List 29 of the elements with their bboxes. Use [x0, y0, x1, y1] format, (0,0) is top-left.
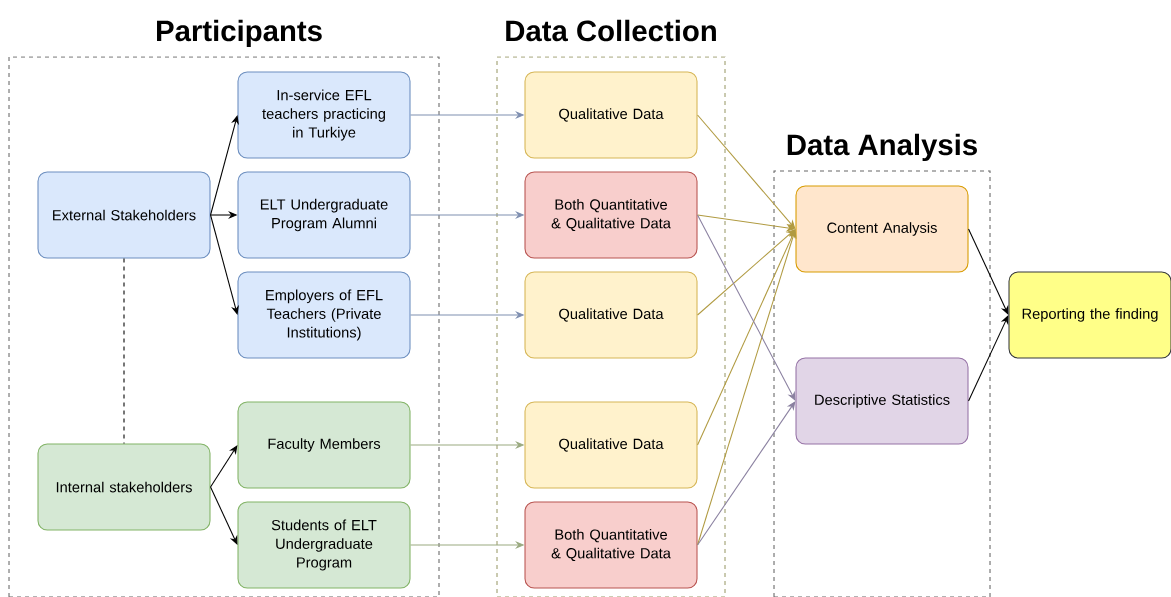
- arrow: [210, 214, 239, 315]
- arrow: [210, 486, 238, 545]
- process-box: External Stakeholders: [37, 171, 211, 259]
- process-box: Reporting the finding: [1008, 271, 1171, 359]
- arrow: [697, 114, 796, 229]
- process-box: Qualitative Data: [524, 401, 698, 489]
- arrow: [968, 228, 1009, 315]
- process-box: Both Quantitative & Qualitative Data: [524, 501, 698, 589]
- process-box: Students of ELT Undergraduate Program: [237, 501, 411, 589]
- arrow: [697, 229, 796, 446]
- process-box: ELT Undergraduate Program Alumni: [237, 171, 411, 259]
- arrow: [697, 229, 797, 546]
- process-box: In-service EFL teachers practicing in Turkiye: [237, 71, 411, 159]
- process-box: Faculty Members: [237, 401, 411, 489]
- node-label: Participants: [157, 19, 322, 48]
- arrow: [697, 401, 796, 546]
- node-label: Data Analysis: [787, 133, 977, 162]
- arrow: [210, 115, 239, 216]
- process-box: Internal stakeholders: [37, 443, 211, 531]
- process-box: Qualitative Data: [524, 271, 698, 359]
- arrow: [968, 315, 1009, 402]
- arrow: [210, 445, 238, 488]
- arrow: [697, 214, 796, 401]
- process-box: Employers of EFL Teachers (Private Institutions): [237, 271, 411, 359]
- process-box: Both Quantitative & Qualitative Data: [524, 171, 698, 259]
- process-box: Content Analysis: [795, 185, 969, 273]
- node-label: Data Collection: [506, 19, 716, 42]
- process-box: Qualitative Data: [524, 71, 698, 159]
- process-box: Descriptive Statistics: [795, 357, 969, 445]
